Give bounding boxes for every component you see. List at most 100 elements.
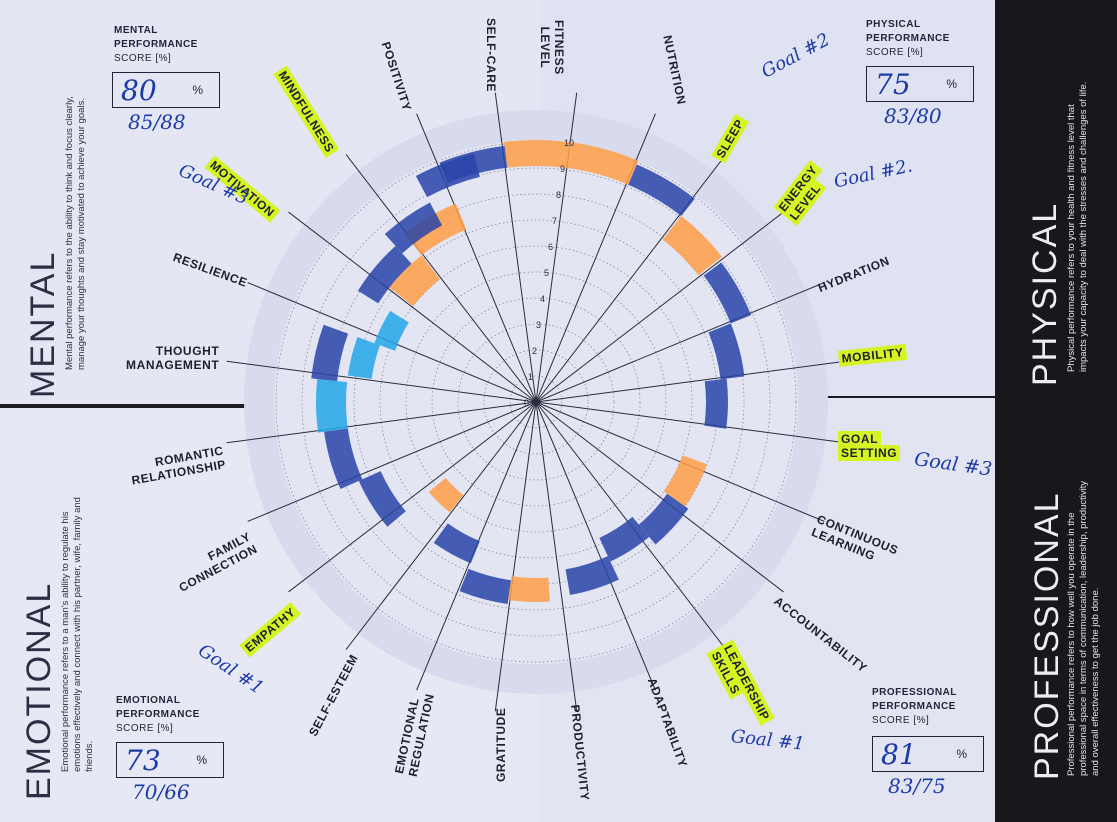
wheel-scale-number: 9 [560, 164, 565, 174]
emotional-score-unit: SCORE [%] [116, 723, 174, 734]
marker-orange [404, 203, 467, 256]
wheel-spoke [288, 211, 537, 403]
category-fitness-line2: LEVEL [538, 26, 552, 69]
emotional-section-side: EMOTIONAL [20, 582, 59, 800]
wheel-spoke [535, 282, 825, 403]
marker-orange [663, 455, 708, 507]
mental-description: Mental performance refers to the ability… [64, 96, 87, 370]
emotional-score-note: 70/66 [132, 780, 190, 804]
marker-blue [433, 523, 480, 564]
wheel-ring [509, 375, 563, 429]
wheel-scale-number: 0 [524, 398, 529, 408]
marker-blue [628, 164, 695, 217]
physical-description: Physical performance refers to your heal… [1066, 81, 1089, 372]
marker-blue [324, 428, 363, 490]
mental-score-unit: SCORE [%] [114, 53, 172, 64]
marker-blue [704, 378, 728, 429]
wheel-ring [379, 245, 693, 559]
mental-section-side: MENTAL [24, 251, 63, 398]
marker-cyan [347, 337, 381, 379]
category-goal-setting-line2: SETTING [838, 445, 901, 461]
wheel-spoke [535, 154, 727, 403]
mental-score-note: 85/88 [128, 110, 186, 134]
wheel-ring [457, 323, 615, 481]
marker-blue [599, 516, 650, 562]
mental-score-value: 80 [121, 73, 157, 107]
wheel-spoke [288, 401, 537, 593]
category-goal-setting: GOAL SETTING [838, 431, 901, 461]
category-self-care: SELF-CARE [484, 18, 498, 93]
wheel-spoke [535, 401, 578, 712]
professional-score-unit: SCORE [%] [872, 715, 930, 726]
mental-score-box: 80 % [112, 72, 220, 108]
category-goal-setting-line1: GOAL [838, 431, 882, 447]
wheel-spoke [535, 401, 656, 691]
emotional-score-value: 73 [125, 743, 161, 777]
professional-title: PROFESSIONAL [1028, 491, 1066, 780]
marker-cyan [316, 379, 348, 433]
wheel-spoke [226, 360, 537, 403]
physical-percent: % [946, 77, 957, 91]
wheel-scale-number: 2 [532, 346, 537, 356]
physical-score-label-2: PERFORMANCE [866, 33, 950, 44]
wheel-scale-number: 7 [552, 216, 557, 226]
marker-blue [459, 568, 511, 605]
wheel-scale-number: 1 [528, 372, 533, 382]
professional-score-note: 83/75 [888, 774, 946, 798]
emotional-description: Emotional performance refers to a man's … [60, 497, 95, 772]
emotional-score-label: EMOTIONAL PERFORMANCE SCORE [%] [116, 694, 200, 736]
professional-score-label: PROFESSIONAL PERFORMANCE SCORE [%] [872, 686, 957, 728]
mental-percent: % [192, 83, 203, 97]
professional-description-wrap: Professional performance refers to how w… [1066, 476, 1102, 776]
wheel-spoke [535, 401, 784, 593]
mental-description-wrap: Mental performance refers to the ability… [64, 70, 88, 370]
marker-orange [662, 216, 722, 276]
marker-blue [311, 324, 349, 382]
physical-score-unit: SCORE [%] [866, 47, 924, 58]
professional-score-value: 81 [881, 737, 917, 771]
emotional-score-box: 73 % [116, 742, 224, 778]
mental-score-label: MENTAL PERFORMANCE SCORE [%] [114, 24, 198, 66]
category-thought-management: THOUGHT MANAGEMENT [126, 344, 219, 372]
wheel-spoke [345, 154, 537, 403]
physical-section-side: PHYSICAL [1026, 202, 1065, 386]
mental-score-label-1: MENTAL [114, 25, 158, 36]
marker-orange [389, 255, 440, 306]
emotional-score-label-2: PERFORMANCE [116, 709, 200, 720]
emotional-percent: % [196, 753, 207, 767]
wheel-spoke [345, 401, 537, 650]
wheel-spoke [535, 401, 846, 444]
physical-score-note: 83/80 [884, 104, 942, 128]
marker-blue [708, 323, 745, 380]
wheel-spoke [226, 401, 537, 444]
wheel-spoke [416, 113, 537, 403]
physical-score-label: PHYSICAL PERFORMANCE SCORE [%] [866, 18, 950, 60]
category-fitness-level: FITNESS LEVEL [538, 20, 566, 75]
professional-score-label-2: PERFORMANCE [872, 701, 956, 712]
wheel-ring [301, 167, 771, 637]
professional-score-box: 81 % [872, 736, 984, 772]
mental-title: MENTAL [24, 250, 62, 398]
physical-title: PHYSICAL [1026, 201, 1064, 386]
marker-orange [508, 576, 550, 602]
physical-score-label-1: PHYSICAL [866, 19, 921, 30]
wheel-ring [405, 271, 667, 533]
category-thought-line2: MANAGEMENT [126, 358, 220, 372]
marker-blue [357, 245, 412, 304]
marker-blue [358, 471, 406, 527]
category-fitness-line1: FITNESS [552, 20, 566, 75]
dark-side-panel [995, 0, 1117, 822]
marker-orange [568, 142, 639, 185]
category-gratitude: GRATITUDE [494, 707, 508, 782]
emotional-description-wrap: Emotional performance refers to a man's … [60, 472, 96, 772]
wheel-scale-number: 3 [536, 320, 541, 330]
marker-cyan [374, 310, 409, 351]
wheel-ring [431, 297, 641, 507]
professional-percent: % [956, 747, 967, 761]
professional-score-label-1: PROFESSIONAL [872, 687, 957, 698]
wheel-spoke [494, 401, 537, 712]
professional-description: Professional performance refers to how w… [1066, 480, 1101, 776]
physical-score-box: 75 % [866, 66, 974, 102]
wheel-scale-number: 8 [556, 190, 561, 200]
